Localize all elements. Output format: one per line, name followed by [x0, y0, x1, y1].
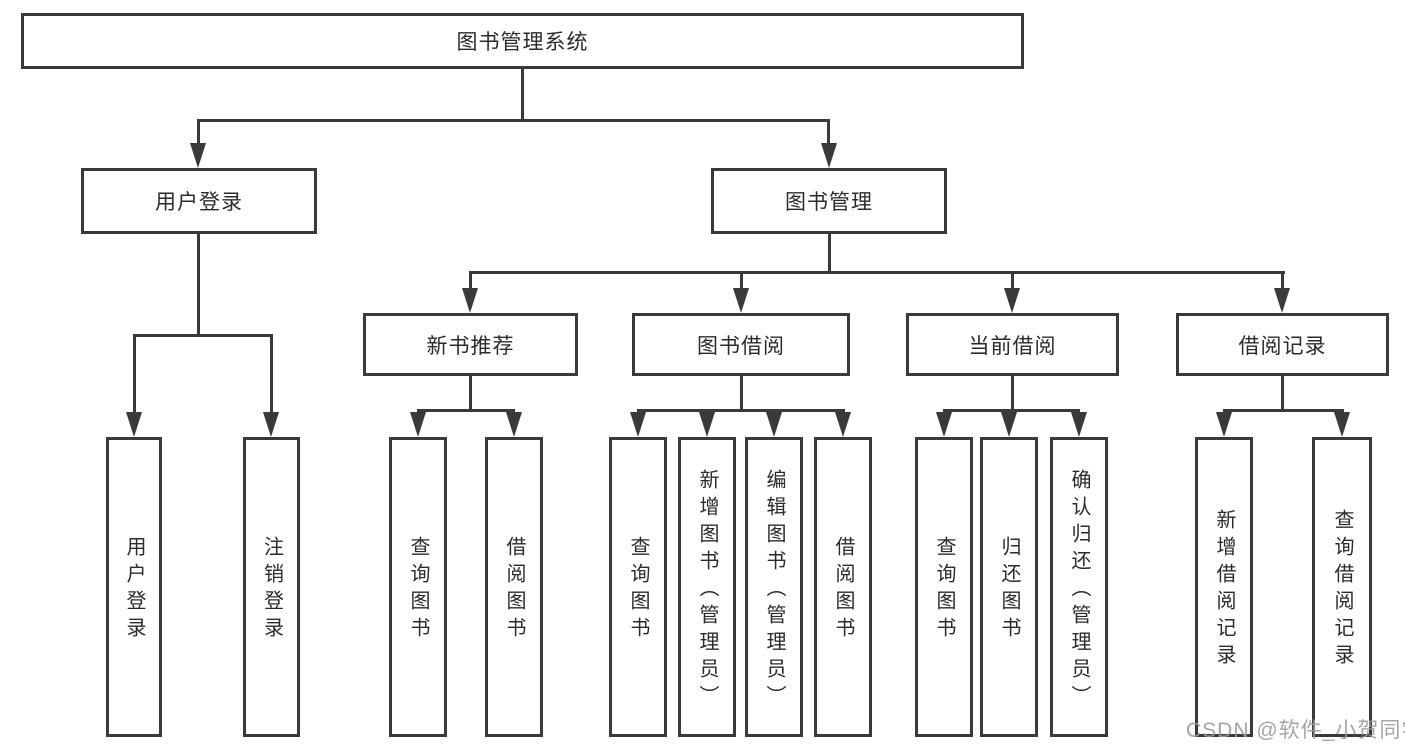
arrow-current-leaf-3: [1071, 412, 1087, 437]
connector-borrow-hline: [637, 409, 845, 412]
connector-record-stem: [1281, 376, 1284, 412]
arrow-borrow-leaf-3: [766, 412, 782, 437]
leaf-logout: 注销登录: [243, 437, 300, 737]
leaf-current-return-book-label: 归还图书: [998, 536, 1020, 644]
node-book-management-label: 图书管理: [785, 191, 873, 214]
connector-root-hline: [197, 119, 830, 122]
arrow-current-leaf-2: [1001, 412, 1017, 437]
leaf-borrow-edit-book-admin-label: 编辑图书（管理员）: [763, 468, 785, 712]
leaf-user-login-label: 用户登录: [123, 536, 145, 644]
leaf-borrow-add-book-admin: 新增图书（管理员）: [678, 437, 736, 737]
leaf-borrow-query-book-label: 查询图书: [627, 536, 649, 644]
node-current-borrow: 当前借阅: [906, 313, 1119, 376]
connector-user-drop-2: [270, 334, 273, 412]
watermark: CSDN @软件_小贺同学: [1186, 719, 1405, 742]
connector-user-stem: [197, 233, 200, 336]
node-user-login-label: 用户登录: [155, 191, 243, 214]
connector-newbook-hline: [417, 409, 515, 412]
leaf-record-add-record-label: 新增借阅记录: [1213, 509, 1235, 671]
connector-mgmt-drop-3: [1011, 271, 1014, 291]
leaf-borrow-borrow-book: 借阅图书: [814, 437, 872, 737]
leaf-record-query-record-label: 查询借阅记录: [1331, 509, 1353, 671]
leaf-borrow-add-book-admin-label: 新增图书（管理员）: [696, 468, 718, 712]
connector-user-drop-1: [133, 334, 136, 412]
leaf-newbook-borrow-book-label: 借阅图书: [503, 536, 525, 644]
connector-newbook-stem: [469, 376, 472, 412]
connector-mgmt-drop-2: [740, 271, 743, 291]
leaf-newbook-borrow-book: 借阅图书: [485, 437, 543, 737]
node-root: 图书管理系统: [21, 13, 1024, 69]
leaf-record-add-record: 新增借阅记录: [1195, 437, 1253, 737]
connector-record-hline: [1223, 409, 1344, 412]
arrow-newbook-leaf-1: [410, 412, 426, 437]
arrow-to-borrow-record: [1274, 288, 1290, 313]
arrow-borrow-leaf-2: [699, 412, 715, 437]
leaf-borrow-query-book: 查询图书: [609, 437, 667, 737]
leaf-logout-label: 注销登录: [260, 536, 283, 644]
arrow-to-book-management: [821, 143, 837, 168]
arrow-to-leaf-logout: [263, 412, 279, 437]
connector-root-stem: [521, 69, 524, 122]
connector-current-stem: [1011, 376, 1014, 412]
node-borrow-record-label: 借阅记录: [1238, 334, 1327, 358]
connector-borrow-stem: [740, 376, 743, 412]
node-new-book-recommend: 新书推荐: [363, 313, 578, 376]
node-book-borrow: 图书借阅: [632, 313, 850, 376]
node-borrow-record: 借阅记录: [1176, 313, 1389, 376]
arrow-record-leaf-2: [1334, 412, 1350, 437]
arrow-to-current-borrow: [1004, 288, 1020, 313]
leaf-current-query-book-label: 查询图书: [933, 536, 955, 644]
arrow-borrow-leaf-1: [630, 412, 646, 437]
leaf-record-query-record: 查询借阅记录: [1312, 437, 1372, 737]
leaf-current-confirm-return-admin-label: 确认归还（管理员）: [1068, 468, 1090, 712]
arrow-to-user-login: [190, 143, 206, 168]
node-book-borrow-label: 图书借阅: [697, 334, 785, 358]
node-root-label: 图书管理系统: [456, 31, 589, 54]
connector-current-hline: [943, 409, 1080, 412]
arrow-newbook-leaf-2: [506, 412, 522, 437]
leaf-borrow-borrow-book-label: 借阅图书: [832, 536, 854, 644]
node-current-borrow-label: 当前借阅: [968, 334, 1057, 358]
leaf-current-return-book: 归还图书: [980, 437, 1038, 737]
leaf-newbook-query-book-label: 查询图书: [407, 536, 429, 644]
arrow-to-leaf-login: [126, 412, 142, 437]
leaf-current-query-book: 查询图书: [915, 437, 973, 737]
connector-user-hline: [133, 334, 273, 337]
arrow-to-new-book: [462, 288, 478, 313]
connector-mgmt-drop-4: [1281, 271, 1284, 291]
connector-root-right-drop: [827, 119, 830, 145]
arrow-to-book-borrow: [733, 288, 749, 313]
arrow-record-leaf-1: [1216, 412, 1232, 437]
node-new-book-recommend-label: 新书推荐: [426, 334, 515, 358]
connector-mgmt-hline: [469, 271, 1285, 274]
leaf-newbook-query-book: 查询图书: [389, 437, 447, 737]
connector-root-left-drop: [197, 119, 200, 145]
leaf-borrow-edit-book-admin: 编辑图书（管理员）: [745, 437, 803, 737]
leaf-user-login: 用户登录: [106, 437, 162, 737]
node-user-login: 用户登录: [81, 168, 317, 234]
arrow-current-leaf-1: [936, 412, 952, 437]
connector-mgmt-stem: [828, 234, 831, 274]
leaf-current-confirm-return-admin: 确认归还（管理员）: [1050, 437, 1108, 737]
node-book-management: 图书管理: [711, 168, 947, 234]
connector-mgmt-drop-1: [469, 271, 472, 291]
arrow-borrow-leaf-4: [835, 412, 851, 437]
